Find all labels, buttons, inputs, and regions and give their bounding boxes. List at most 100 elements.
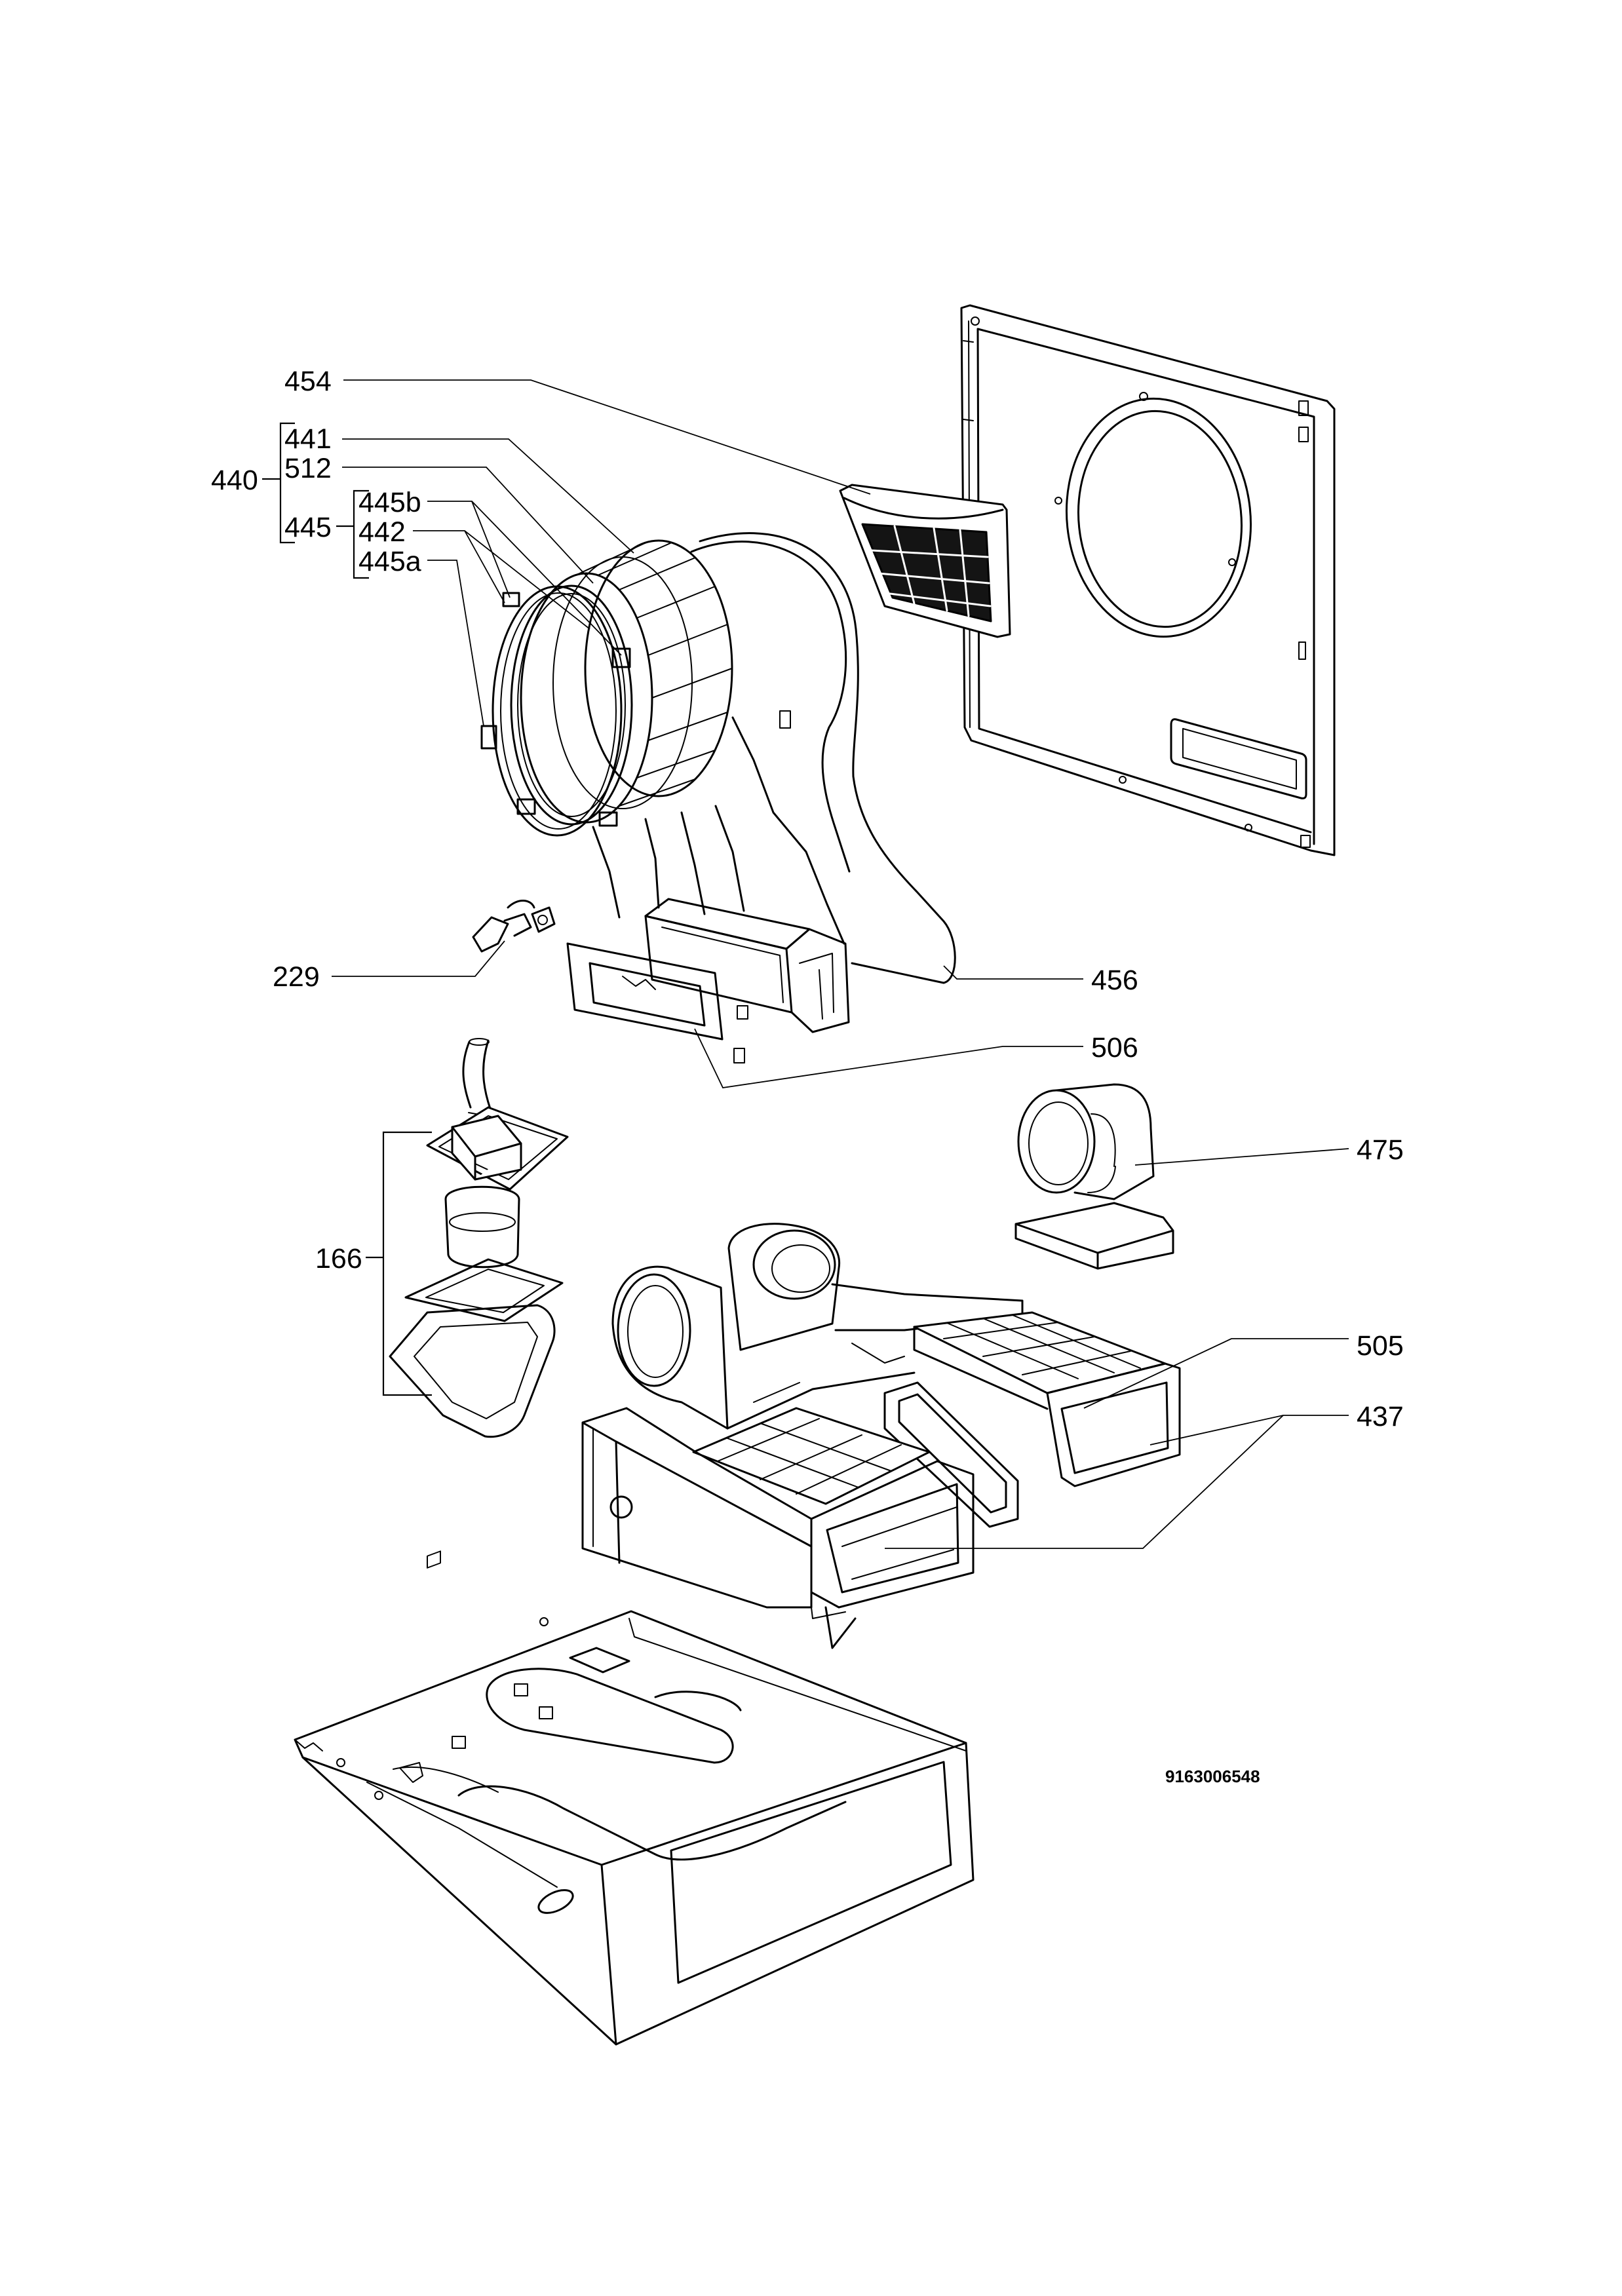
housing-latch: [779, 710, 791, 729]
base-floor-hole: [374, 1791, 383, 1800]
filter-top-lip: [843, 497, 1004, 520]
base-back-flange: [628, 1618, 967, 1751]
base-floor-square: [539, 1706, 553, 1719]
callout-445: 445: [284, 512, 332, 543]
drawing-number: 9163006548: [1165, 1767, 1260, 1786]
bracket-445: [336, 489, 369, 579]
part-air-duct-assembly: [581, 1223, 1181, 1649]
duct-channel-detail: [753, 1343, 905, 1403]
base-floor-oval-hole: [537, 1889, 574, 1914]
back-panel-hole: [971, 316, 980, 326]
back-panel-tab: [1300, 835, 1311, 848]
heater-box: [451, 1115, 522, 1181]
duct-foot-flange: [592, 1428, 846, 1619]
part-base-tray: [294, 1550, 975, 2046]
base-floor-hole: [539, 1617, 549, 1626]
heater-hose: [462, 1039, 492, 1110]
seal-inner: [589, 962, 706, 1027]
base-floor-hole: [336, 1758, 345, 1767]
back-panel-inner-flange: [976, 328, 1315, 845]
duct-foot-leg: [824, 1606, 857, 1649]
ring-441-ribs: [575, 542, 733, 807]
duct-divider-frame: [883, 1381, 1019, 1528]
leader-506: [694, 1028, 1083, 1088]
leader-456: [943, 965, 1083, 980]
filter-box-437-grid: [717, 1418, 902, 1495]
callout-505: 505: [1357, 1330, 1404, 1362]
base-outline: [294, 1610, 975, 2046]
part-fan-housing: [480, 532, 956, 1033]
ring-442-inner: [517, 593, 626, 817]
housing-lower-box-side: [785, 928, 850, 1033]
clip-445a: [480, 725, 497, 750]
base-left-tab: [294, 1739, 323, 1751]
clip-445a: [598, 811, 618, 827]
seal-detail: [622, 976, 656, 990]
part-heater-assembly: [389, 1038, 569, 1438]
back-panel-slot-inner: [1182, 728, 1297, 790]
duct-upper-opening-inner: [771, 1244, 830, 1293]
leader-437-2: [885, 1415, 1284, 1549]
back-panel-tab: [1298, 427, 1309, 442]
clip-445a: [516, 798, 536, 815]
clip-washer-hole: [537, 915, 548, 925]
leader-442-2: [464, 530, 505, 603]
filter-mesh-grid: [870, 525, 992, 617]
heater-hose-end: [469, 1038, 490, 1046]
callout-229: 229: [273, 961, 320, 993]
callout-445a: 445a: [358, 546, 421, 577]
callout-454: 454: [284, 366, 332, 397]
leader-229: [332, 940, 505, 977]
housing-lower-box-top: [644, 898, 811, 950]
seal-outer: [566, 942, 724, 1041]
leader-512: [342, 467, 594, 584]
base-floor-square: [514, 1683, 528, 1696]
callout-456: 456: [1091, 965, 1138, 996]
duct-upper-housing: [727, 1223, 841, 1351]
elbow-opening-inner: [1028, 1101, 1089, 1185]
leader-445b-2: [471, 501, 511, 598]
callout-475: 475: [1357, 1134, 1404, 1166]
leader-445a: [427, 560, 484, 727]
clip-445b: [502, 592, 520, 607]
ring-445: [492, 585, 623, 837]
filter-box-505-side: [913, 1326, 1049, 1410]
part-back-panel: [960, 304, 1336, 856]
elbow-body-curve: [1087, 1113, 1116, 1193]
filter-box-437-opening-detail: [841, 1506, 957, 1580]
leader-505: [1083, 1338, 1349, 1409]
callout-440: 440: [211, 465, 258, 496]
callout-506: 506: [1091, 1032, 1138, 1063]
housing-gasket-456: [699, 532, 956, 984]
part-clip-229: [472, 900, 556, 953]
base-front-panel-inner: [670, 1761, 952, 1984]
duct-upper-opening: [752, 1229, 836, 1300]
callout-442: 442: [358, 516, 406, 548]
bracket-440: [262, 422, 295, 544]
part-elbow-duct: [1014, 1083, 1174, 1270]
callout-512: 512: [284, 453, 332, 484]
part-duct-seal: [566, 942, 745, 1063]
base-floor-channel: [486, 1668, 734, 1764]
clip-washer: [531, 906, 556, 933]
filter-box-505-front: [1046, 1362, 1181, 1487]
door-opening-inner: [1077, 410, 1243, 628]
heater-motor: [444, 1185, 520, 1269]
back-panel-slot-outer: [1170, 718, 1307, 799]
back-panel-hole: [1245, 824, 1252, 832]
duct-foot-hole: [609, 1495, 633, 1519]
duct-left-opening-inner: [627, 1285, 684, 1378]
base-floor-channel-2: [569, 1647, 742, 1712]
housing-scroll: [690, 541, 851, 873]
heater-gasket-inner: [425, 1269, 545, 1313]
base-floor-square: [452, 1736, 466, 1749]
clip-body: [472, 916, 509, 953]
callout-437: 437: [1357, 1401, 1404, 1432]
leader-475: [1134, 1148, 1349, 1166]
ring-445-inner: [500, 592, 617, 830]
filter-box-437-top: [692, 1407, 931, 1505]
housing-latch: [737, 1005, 748, 1020]
ring-442: [510, 584, 633, 826]
back-panel-tab: [1298, 400, 1309, 416]
